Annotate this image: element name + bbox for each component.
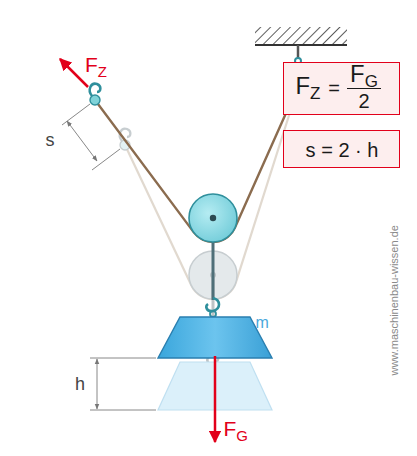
formula-text: = [328, 77, 340, 100]
dimension-label: s [46, 130, 55, 151]
mass-label: m [256, 314, 269, 332]
s-dimension [62, 104, 120, 170]
pull-force-arrow [60, 59, 88, 87]
formula-text: FZ [296, 72, 321, 104]
initial-position [120, 84, 299, 410]
loose-pulley [189, 194, 237, 317]
h-dimension [90, 358, 156, 410]
formula-text: FG [350, 60, 378, 92]
ceiling [255, 27, 347, 45]
rope [95, 84, 299, 242]
force-label: FG [224, 417, 249, 444]
formula-box: s = 2 · h [283, 130, 400, 168]
watermark: www.maschinenbau-wissen.de [388, 225, 401, 375]
force-label: FZ [85, 53, 107, 80]
formula-box: FZ = FG2 [283, 62, 400, 115]
weight [158, 317, 272, 358]
dimension-label: h [75, 374, 85, 395]
formula-text: 2 [358, 90, 369, 113]
weight-force-arrow [214, 356, 217, 442]
rope-hook [90, 84, 101, 105]
formula-text: s = 2 · h [306, 139, 379, 162]
